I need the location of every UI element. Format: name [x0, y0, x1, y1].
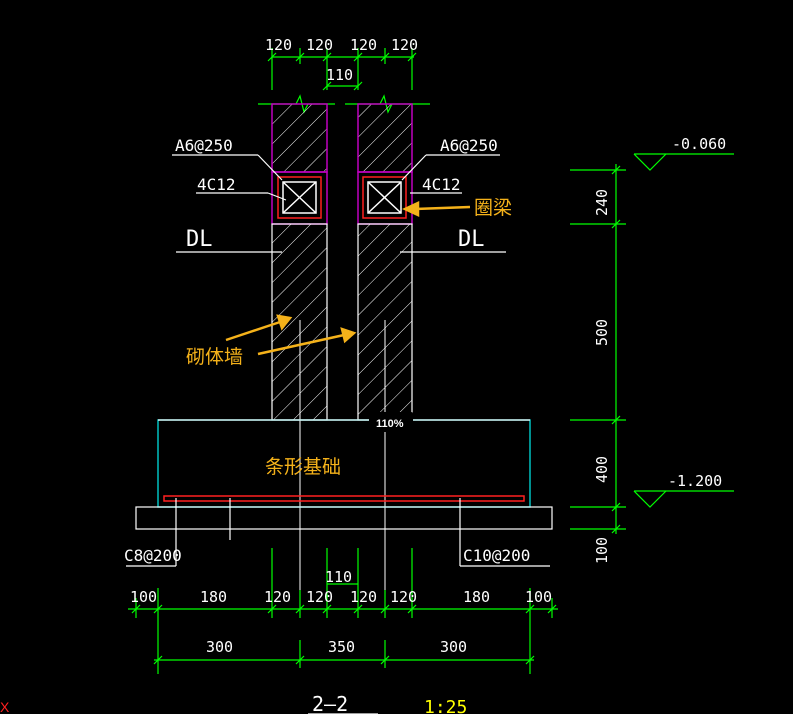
masonry-wall-annotation: 砌体墙	[186, 346, 243, 368]
top-dim-4: 120	[391, 36, 418, 54]
bottom-gap-dim: 110	[325, 568, 352, 586]
corner-mark: X	[0, 699, 10, 714]
top-dim-3: 120	[350, 36, 377, 54]
bottom-total-dim-3: 300	[440, 638, 467, 656]
left-main-rebar-label: 4C12	[197, 175, 236, 194]
zoom-indicator-box	[369, 412, 413, 432]
drawing-scale: 1:25	[424, 697, 467, 714]
bottom-total-dim-2: 350	[328, 638, 355, 656]
bottom-dim-7: 180	[463, 588, 490, 606]
elevation-bottom-label: -1.200	[668, 472, 722, 490]
right-stirrup-label: A6@250	[440, 136, 498, 155]
left-callouts	[172, 154, 287, 253]
top-dimension-group	[267, 48, 417, 91]
bottom-dim-4: 120	[306, 588, 333, 606]
side-dim-400: 400	[593, 456, 611, 483]
right-callouts	[400, 154, 506, 253]
left-dl-label: DL	[186, 227, 213, 252]
top-gap-dim: 110	[326, 66, 353, 84]
side-dimension-group	[570, 153, 734, 534]
left-stirrup-label: A6@250	[175, 136, 233, 155]
bottom-total-dim-1: 300	[206, 638, 233, 656]
ring-beam-annotation: 圈梁	[474, 197, 512, 219]
strip-foundation-annotation: 条形基础	[265, 456, 341, 478]
annotation-arrows	[225, 201, 471, 356]
bottom-dim-2: 180	[200, 588, 227, 606]
right-main-rebar-label: 4C12	[422, 175, 461, 194]
bottom-dimension-group	[128, 548, 558, 674]
side-dim-100: 100	[593, 537, 611, 564]
bottom-rebar-callouts	[126, 498, 550, 567]
right-bottom-rebar-label: C10@200	[463, 546, 530, 565]
elevation-top-label: -0.060	[672, 135, 726, 153]
left-ring-beam	[277, 176, 322, 219]
bottom-dim-5: 120	[350, 588, 377, 606]
section-title: 2—2	[312, 692, 348, 714]
side-dim-500: 500	[593, 319, 611, 346]
top-dim-1: 120	[265, 36, 292, 54]
bottom-dim-6: 120	[390, 588, 417, 606]
bottom-dim-1: 100	[130, 588, 157, 606]
bottom-dim-8: 100	[525, 588, 552, 606]
zoom-indicator: 110%	[376, 418, 404, 430]
center-axis-lines	[299, 320, 386, 610]
right-dl-label: DL	[458, 227, 485, 252]
top-dim-2: 120	[306, 36, 333, 54]
right-ring-beam	[362, 176, 407, 219]
side-dim-240: 240	[593, 189, 611, 216]
strip-foundation	[135, 419, 553, 530]
left-bottom-rebar-label: C8@200	[124, 546, 182, 565]
bottom-dim-3: 120	[264, 588, 291, 606]
